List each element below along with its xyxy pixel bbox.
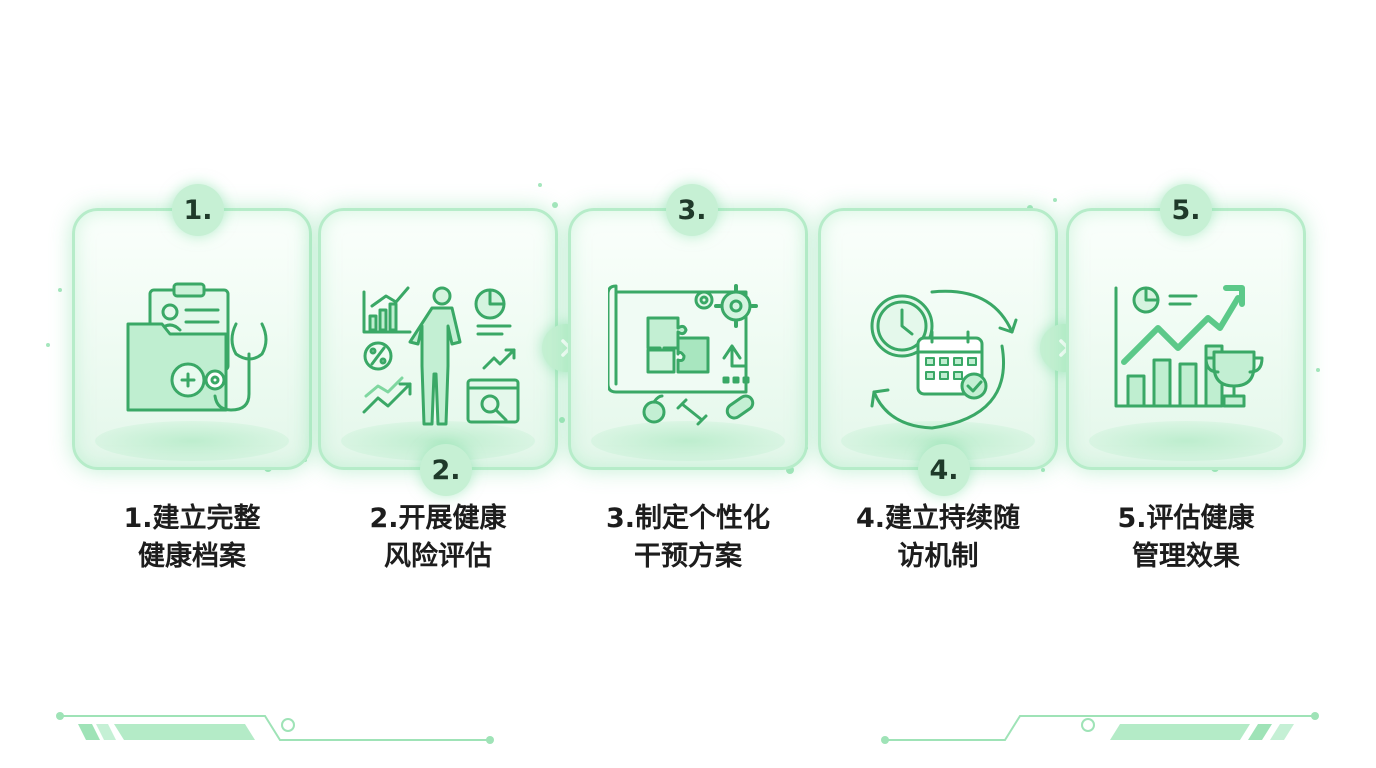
step-label-3: 3.制定个性化干预方案 xyxy=(605,503,771,572)
step-number-badge-1: 1. xyxy=(172,184,224,236)
clock-calendar-cycle-icon xyxy=(870,289,1018,430)
step-label-4: 4.建立持续随访机制 xyxy=(855,503,1021,572)
step-number-badge-5: 5. xyxy=(1160,184,1212,236)
step-number-badge-2: 2. xyxy=(420,444,472,496)
growth-chart-trophy-icon xyxy=(1114,285,1264,408)
step-label-1: 1.建立完整健康档案 xyxy=(123,503,261,572)
medical-folder-stethoscope-icon xyxy=(126,282,268,412)
step-label-5: 5.评估健康管理效果 xyxy=(1117,503,1255,572)
step-number-badge-4: 4. xyxy=(918,444,970,496)
step-label-2: 2.开展健康风险评估 xyxy=(369,503,507,572)
body-analysis-charts-icon xyxy=(362,286,520,426)
step-number-badge-3: 3. xyxy=(666,184,718,236)
plan-puzzle-gears-icon xyxy=(608,284,758,426)
